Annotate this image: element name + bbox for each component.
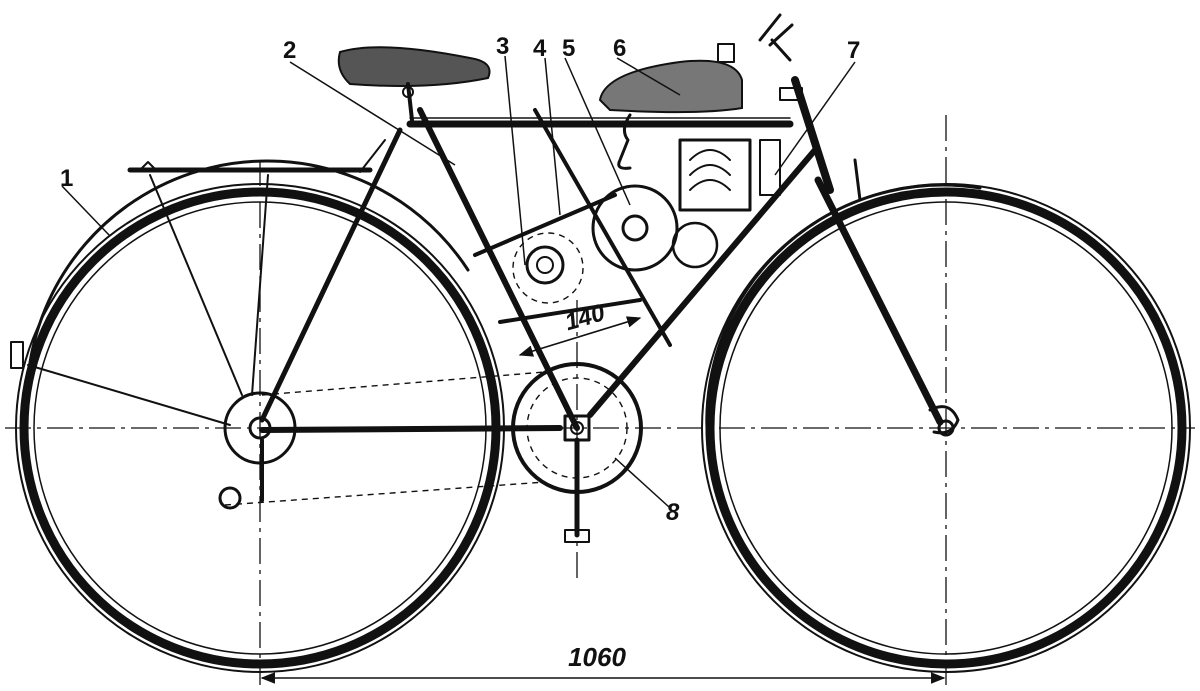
bicycle-frame bbox=[259, 13, 960, 437]
callout-8: 8 bbox=[666, 499, 680, 526]
wheelbase-label: 1060 bbox=[568, 642, 626, 672]
callout-leaders bbox=[61, 55, 856, 508]
chainwheel bbox=[511, 362, 643, 543]
engine bbox=[591, 138, 781, 272]
callout-labels: 1 2 3 4 5 6 7 8 bbox=[60, 33, 860, 526]
rear-rack bbox=[127, 139, 386, 396]
rear-reflector bbox=[10, 341, 231, 426]
fuel-tank bbox=[598, 43, 743, 170]
front-wheel bbox=[701, 183, 1191, 673]
callout-5: 5 bbox=[562, 35, 575, 62]
callout-6: 6 bbox=[613, 35, 626, 62]
callout-4: 4 bbox=[533, 35, 547, 62]
rear-hub bbox=[218, 391, 297, 510]
saddle bbox=[337, 46, 491, 122]
callout-3: 3 bbox=[496, 33, 509, 60]
callout-1: 1 bbox=[60, 165, 73, 192]
drive-chain bbox=[224, 371, 546, 506]
wheelbase-dimension: 1060 bbox=[260, 642, 946, 684]
callout-2: 2 bbox=[283, 37, 296, 64]
callout-7: 7 bbox=[847, 37, 860, 64]
drive-center-label: 140 bbox=[562, 299, 609, 336]
